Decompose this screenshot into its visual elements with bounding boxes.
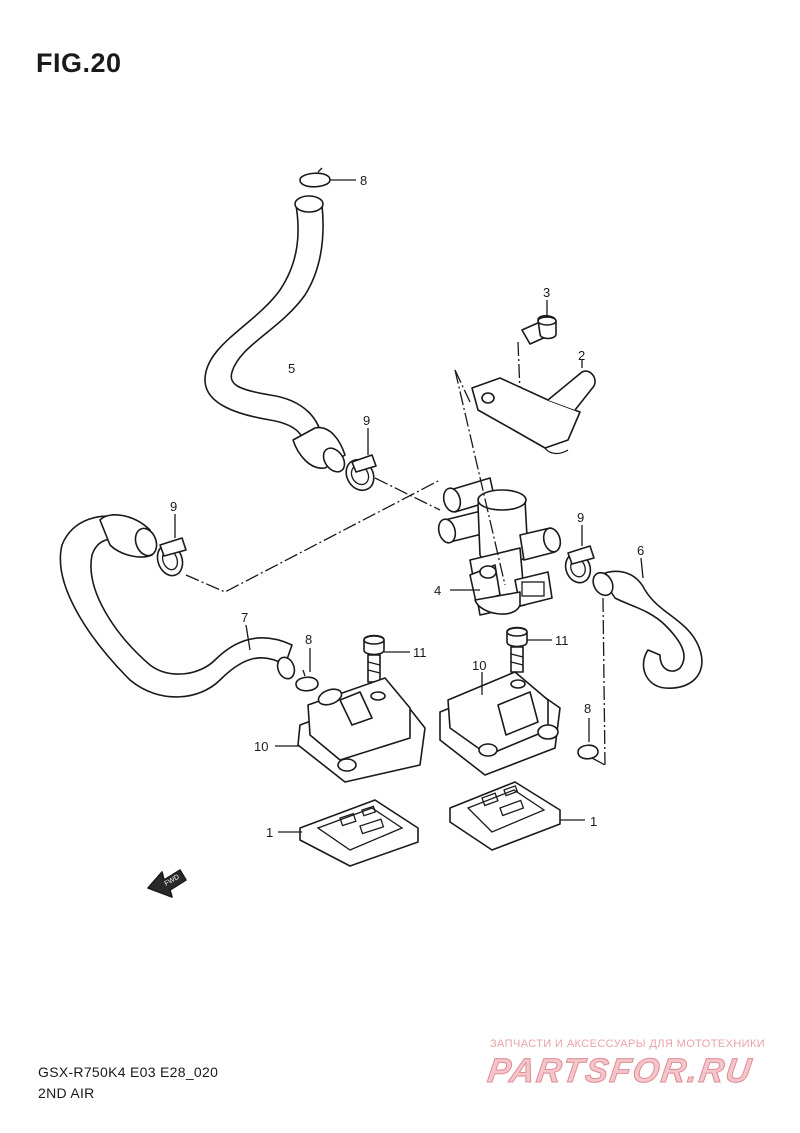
callout-11-left: 11: [413, 645, 427, 660]
clip-8-middle: [295, 648, 319, 692]
assembly-guide-lines: [185, 369, 606, 766]
callout-9-left: 9: [170, 499, 177, 514]
callout-labels: 8 3 2 5 9 9 9 6 4 7 8 11 11 10 10 8 1 1: [170, 173, 644, 840]
clip-8-right: [577, 718, 599, 760]
model-code: GSX-R750K4 E03 E28_020: [38, 1064, 219, 1080]
fwd-arrow: FWD: [147, 869, 187, 898]
watermark-logo: PARTSFOR.RU: [485, 1052, 756, 1091]
callout-7: 7: [241, 610, 248, 625]
gasket-1-right: [449, 781, 585, 851]
bolt-3: [517, 300, 557, 393]
section-name: 2ND AIR: [38, 1085, 95, 1101]
callout-5: 5: [288, 361, 295, 376]
clamp-9-left: [156, 514, 187, 577]
bolt-11-right: [506, 626, 552, 673]
clamp-9-right: [564, 525, 595, 584]
gasket-1-left: [278, 799, 419, 867]
callout-3: 3: [543, 285, 550, 300]
callout-11-right: 11: [555, 633, 569, 648]
cover-10-left: [275, 677, 426, 783]
hose-6: [592, 557, 703, 689]
callout-2: 2: [578, 348, 585, 363]
bracket-2: [471, 360, 596, 455]
hose-5: [204, 195, 346, 473]
callout-6: 6: [637, 543, 644, 558]
callout-4: 4: [434, 583, 441, 598]
bolt-11-left: [363, 634, 410, 683]
callout-1-left: 1: [266, 825, 273, 840]
callout-9-upper: 9: [363, 413, 370, 428]
cover-10-right: [439, 671, 561, 776]
callout-1-right: 1: [590, 814, 597, 829]
figure-title: FIG.20: [36, 48, 122, 78]
callout-8-top: 8: [360, 173, 367, 188]
callout-10-right: 10: [472, 658, 486, 673]
valve-4: [437, 477, 562, 616]
callout-10-left: 10: [254, 739, 268, 754]
callout-8-right: 8: [584, 701, 591, 716]
hose-7: [59, 514, 296, 698]
callout-8-middle: 8: [305, 632, 312, 647]
clip-8-top: [299, 167, 356, 188]
watermark-tagline: ЗАПЧАСТИ И АКСЕССУАРЫ ДЛЯ МОТОТЕХНИКИ: [490, 1038, 766, 1050]
callout-9-right: 9: [577, 510, 584, 525]
clamp-9-upper: [345, 428, 377, 492]
